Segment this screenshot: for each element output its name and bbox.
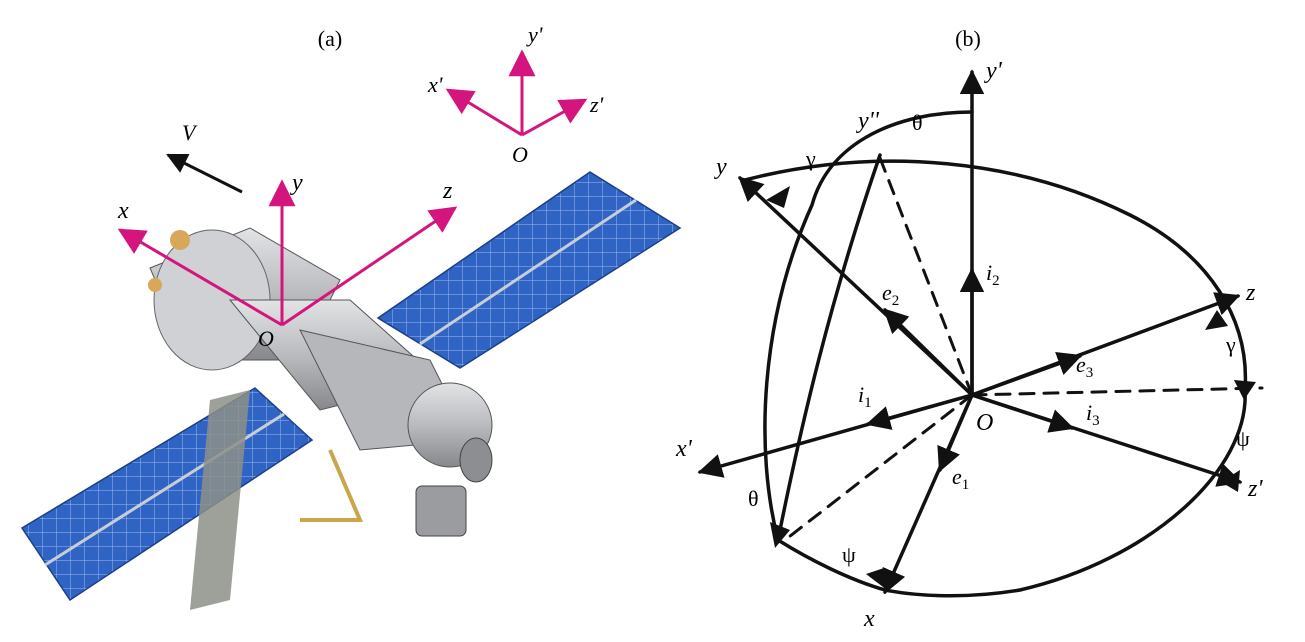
axis-labels: y' y'' y z x' z' x O: [675, 58, 1263, 632]
angle-gamma-top: γ: [805, 146, 816, 171]
ref-origin-label: O: [512, 142, 528, 167]
vector-e2: [883, 308, 974, 397]
ref-axis-x-label: x': [427, 72, 443, 97]
label-x: x: [863, 606, 875, 632]
arc-arrows: [766, 186, 1256, 590]
dashed-lines: [783, 156, 1264, 542]
solar-array-lower: [20, 387, 314, 610]
panel-a-label: (a): [318, 26, 342, 51]
origin-label: O: [258, 326, 274, 351]
body-axes: x y z O: [117, 170, 458, 351]
axis-x-label: x: [117, 198, 129, 224]
axis-x: [117, 228, 283, 327]
ref-axis-x: [445, 88, 523, 137]
solar-array-upper: [376, 171, 682, 369]
label-i3: i3: [1086, 400, 1100, 429]
angle-labels: θ γ γ ψ θ ψ: [748, 110, 1250, 567]
axis-z-label: z: [442, 178, 453, 204]
panel-b: (b): [675, 26, 1264, 632]
velocity-arrow: V: [166, 120, 243, 194]
vector-e3: [970, 351, 1083, 397]
solid-axes: [697, 69, 1243, 595]
panel-b-label: (b): [955, 26, 981, 51]
axis-y-label: y: [290, 170, 303, 196]
vector-labels: i2 e2 e3 i1 i3 e1: [858, 260, 1100, 493]
label-y-double: y'': [856, 108, 880, 134]
angle-theta-left: θ: [748, 486, 759, 511]
label-y-prime: y': [984, 58, 1003, 84]
axis-z: [281, 206, 458, 327]
vector-i1: [865, 393, 974, 430]
reference-axes: x' y' z' O: [427, 22, 604, 167]
label-i1: i1: [858, 382, 872, 411]
label-e2: e2: [882, 280, 899, 309]
ref-axis-z: [521, 98, 588, 137]
panel-a: (a) x: [20, 22, 682, 610]
angle-theta-top: θ: [912, 110, 923, 135]
angle-psi-right: ψ: [1236, 426, 1250, 451]
vector-e1: [937, 393, 974, 473]
ref-axis-z-label: z': [589, 92, 604, 117]
label-origin: O: [976, 410, 993, 436]
unit-vectors: [865, 267, 1083, 473]
label-y: y: [714, 154, 727, 180]
label-e1: e1: [952, 464, 969, 493]
velocity-label: V: [182, 120, 198, 145]
station-body: [148, 227, 493, 537]
ref-axis-y-label: y': [526, 22, 543, 47]
label-i2: i2: [986, 260, 1000, 289]
label-e3: e3: [1076, 352, 1093, 381]
vector-i3: [970, 393, 1075, 433]
sphere-arcs: [743, 110, 1248, 598]
label-z-prime: z': [1247, 476, 1263, 502]
angle-psi-bottom: ψ: [842, 542, 856, 567]
label-z: z: [1245, 280, 1256, 306]
label-x-prime: x': [675, 436, 693, 462]
angle-gamma-right: γ: [1225, 332, 1236, 357]
